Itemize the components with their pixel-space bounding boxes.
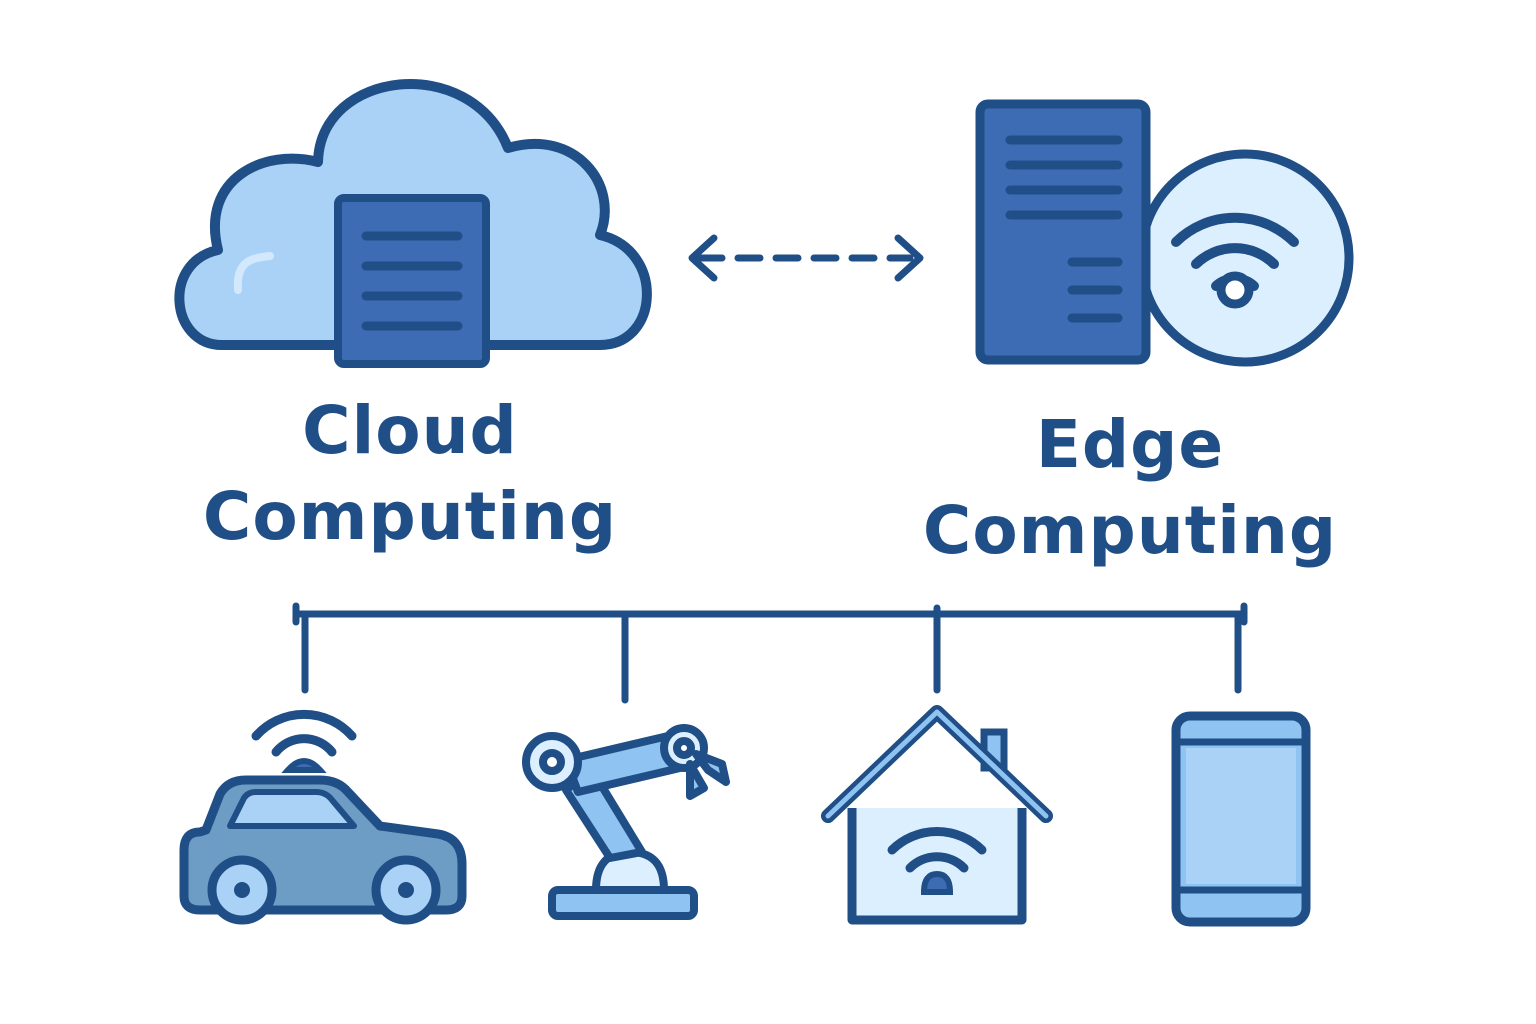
smart-home-icon <box>821 705 1053 925</box>
connected-car-icon <box>179 709 467 925</box>
robotic-arm-icon <box>522 724 730 920</box>
cloud-server-icon <box>174 79 652 368</box>
house-body <box>847 808 1027 925</box>
bidirectional-dashed-arrow-icon <box>688 234 924 282</box>
cloud-server-box <box>334 194 490 368</box>
smartphone-icon <box>1171 711 1311 927</box>
device-connection-bus <box>292 602 1248 704</box>
edge-label-line1: Edge <box>1035 406 1225 483</box>
cloud-label-line2: Computing <box>202 478 618 555</box>
edge-label-line2: Computing <box>922 492 1338 569</box>
cloud-computing-label: Cloud Computing <box>160 388 660 560</box>
edge-server-wifi-icon <box>975 99 1354 367</box>
edge-computing-label: Edge Computing <box>880 402 1380 574</box>
wifi-disc <box>1136 149 1354 367</box>
cloud-label-line1: Cloud <box>302 392 518 469</box>
